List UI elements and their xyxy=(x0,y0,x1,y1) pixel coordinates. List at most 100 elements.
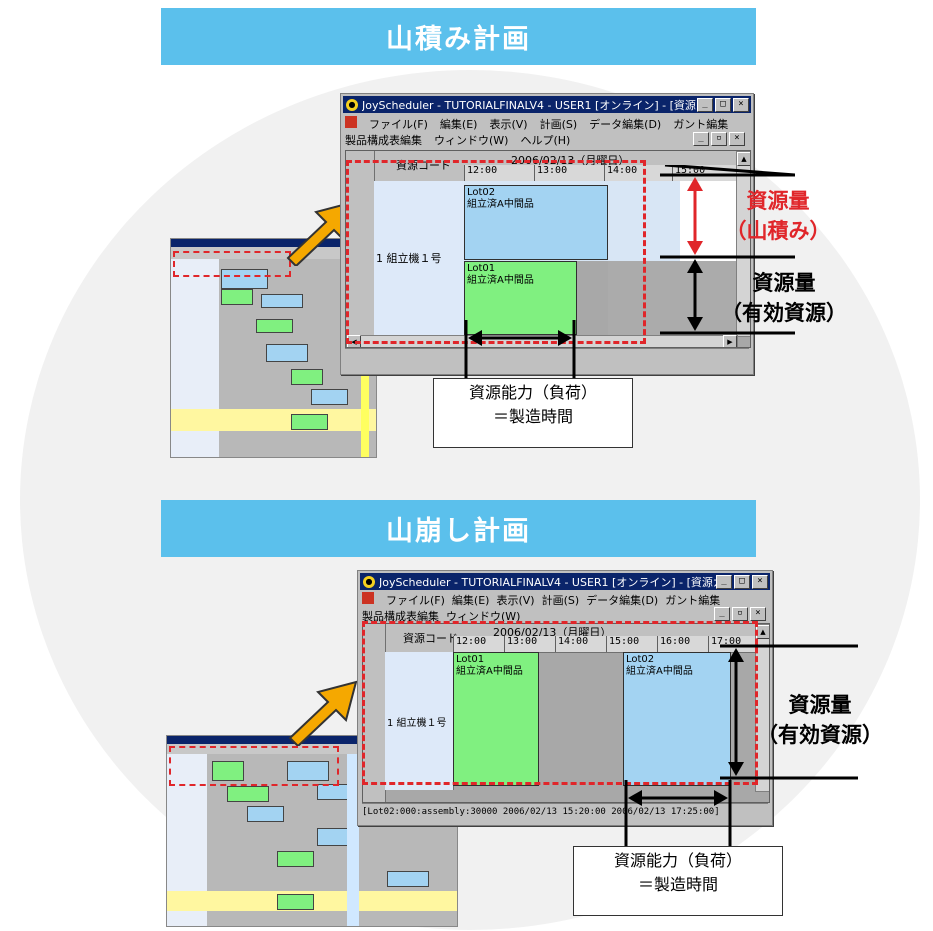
scroll-right-button[interactable]: ▶ xyxy=(723,335,737,347)
capacity-arrow-top xyxy=(464,320,576,378)
vertical-scrollbar[interactable]: ▲ xyxy=(736,151,750,337)
time-tick: 14:00 xyxy=(604,165,673,181)
maximize-button[interactable]: □ xyxy=(734,574,750,589)
app-icon: ● xyxy=(346,98,358,111)
window-title: JoyScheduler - TUTORIALFINALV4 - USER1 [… xyxy=(379,575,716,589)
mdi-minimize-button[interactable]: _ xyxy=(693,132,709,146)
menu-data-edit[interactable]: データ編集(D) xyxy=(589,118,662,131)
callout-line: 資源能力（負荷） xyxy=(468,383,597,402)
callout-line: ＝製造時間 xyxy=(637,875,718,894)
scroll-up-button[interactable]: ▲ xyxy=(756,625,769,639)
label-line: （有効資源） xyxy=(757,723,883,747)
app-icon: ● xyxy=(363,575,375,588)
status-bar xyxy=(345,348,749,371)
focus-highlight-top xyxy=(346,160,646,344)
time-tick: 13:00 xyxy=(534,165,605,181)
mdi-close-button[interactable]: × xyxy=(750,607,766,621)
menu-edit[interactable]: 編集(E) xyxy=(439,118,478,131)
callout-line: 資源能力（負荷） xyxy=(613,851,742,870)
gantt-bar[interactable]: Lot02 組立済A中間品 xyxy=(623,652,731,786)
bar-item: 組立済A中間品 xyxy=(456,666,523,677)
row-label: 1 組立機１号 xyxy=(387,717,447,729)
time-tick: 16:00 xyxy=(657,636,708,652)
scroll-up-button[interactable]: ▲ xyxy=(737,152,750,166)
gantt-bar[interactable]: Lot01 組立済A中間品 xyxy=(464,261,577,335)
menu-help[interactable]: ヘルプ(H) xyxy=(520,134,571,147)
section-title-bottom: 山崩し計画 xyxy=(161,500,756,557)
minimize-button[interactable]: _ xyxy=(697,97,713,112)
dimension-arrows-bottom xyxy=(720,644,858,780)
menu-gantt-edit[interactable]: ガント編集 xyxy=(665,594,721,607)
menu-bom-edit[interactable]: 製品構成表編集 xyxy=(362,610,439,623)
time-tick: 12:00 xyxy=(453,636,504,652)
bar-lot: Lot02 xyxy=(626,654,655,665)
window-title: JoyScheduler - TUTORIALFINALV4 - USER1 [… xyxy=(362,98,697,112)
menu-window[interactable]: ウィンドウ(W) xyxy=(446,610,521,623)
gantt-grid: 資源コード 2006/02/13（月曜日） 12:00 13:00 14:00 … xyxy=(362,623,770,803)
focus-highlight-bottom xyxy=(362,621,758,785)
time-tick: 14:00 xyxy=(555,636,606,652)
menu-gantt-edit[interactable]: ガント編集 xyxy=(673,118,729,131)
menu-bom-edit[interactable]: 製品構成表編集 xyxy=(345,134,422,147)
resource-amount-label-bottom: 資源量 （有効資源） xyxy=(740,690,900,750)
close-button[interactable]: × xyxy=(733,97,749,112)
menu-plan[interactable]: 計画(S) xyxy=(539,118,578,131)
capacity-callout-top: 資源能力（負荷） ＝製造時間 xyxy=(433,378,633,448)
menu-window[interactable]: ウィンドウ(W) xyxy=(434,134,509,147)
window-titlebar: ● JoyScheduler - TUTORIALFINALV4 - USER1… xyxy=(360,573,770,590)
gantt-header: 資源コード 2006/02/13（月曜日） 12:00 13:00 14:00 … xyxy=(363,624,769,653)
menu-view[interactable]: 表示(V) xyxy=(489,118,528,131)
time-tick: 15:00 xyxy=(606,636,657,652)
row-label: 1 組立機１号 xyxy=(376,252,442,265)
section-title-top: 山積み計画 xyxy=(161,8,756,65)
resource-amount-label-top: 資源量 （有効資源） xyxy=(704,268,864,328)
date-header: 2006/02/13（月曜日） xyxy=(493,626,612,639)
capacity-arrow-bottom xyxy=(624,780,732,848)
bar-item: 組立済A中間品 xyxy=(626,666,693,677)
dimension-arrows-top xyxy=(660,165,795,335)
document-icon xyxy=(362,592,374,604)
minimize-button[interactable]: _ xyxy=(716,574,732,589)
window-titlebar: ● JoyScheduler - TUTORIALFINALV4 - USER1… xyxy=(343,96,751,113)
menu-bar: ファイル(F) 編集(E) 表示(V) 計画(S) データ編集(D) ガント編集… xyxy=(362,592,768,624)
label-line: （山積み） xyxy=(725,219,831,243)
label-line: 資源量 xyxy=(788,693,852,717)
time-tick: 13:00 xyxy=(504,636,555,652)
menu-file[interactable]: ファイル(F) xyxy=(386,594,445,607)
bar-lot: Lot01 xyxy=(467,263,496,274)
menu-plan[interactable]: 計画(S) xyxy=(541,594,580,607)
bar-lot: Lot01 xyxy=(456,654,485,665)
label-line: （有効資源） xyxy=(721,301,847,325)
mdi-restore-button[interactable]: ▫ xyxy=(711,132,727,146)
maximize-button[interactable]: □ xyxy=(715,97,731,112)
close-button[interactable]: × xyxy=(752,574,768,589)
resource-amount-label-red: 資源量 （山積み） xyxy=(718,186,838,246)
resource-code-header: 資源コード xyxy=(403,632,458,645)
bar-item: 組立済A中間品 xyxy=(467,275,534,286)
bar-item: 組立済A中間品 xyxy=(467,199,534,210)
time-tick: 12:00 xyxy=(464,165,535,181)
thumbnail-screenshot-bottom xyxy=(166,735,458,927)
menu-edit[interactable]: 編集(E) xyxy=(451,594,490,607)
label-line: 資源量 xyxy=(746,189,810,213)
menu-bar: ファイル(F) 編集(E) 表示(V) 計画(S) データ編集(D) ガント編集 xyxy=(345,116,749,132)
menu-bar-row2: 製品構成表編集 ウィンドウ(W) ヘルプ(H) xyxy=(345,132,749,148)
gantt-bar[interactable]: Lot02 組立済A中間品 xyxy=(464,185,608,260)
pointer-arrow-bottom-icon xyxy=(288,680,358,746)
mdi-close-button[interactable]: × xyxy=(729,132,745,146)
gantt-bar[interactable]: Lot01 組立済A中間品 xyxy=(453,652,539,786)
mdi-minimize-button[interactable]: _ xyxy=(714,607,730,621)
capacity-callout-bottom: 資源能力（負荷） ＝製造時間 xyxy=(573,846,783,916)
menu-view[interactable]: 表示(V) xyxy=(496,594,535,607)
mdi-controls: _ ▫ × xyxy=(693,132,747,146)
menu-data-edit[interactable]: データ編集(D) xyxy=(586,594,659,607)
mdi-controls: _ ▫ × xyxy=(714,607,768,621)
time-tick: 17:00 xyxy=(708,636,757,652)
callout-line: ＝製造時間 xyxy=(492,407,573,426)
menu-file[interactable]: ファイル(F) xyxy=(369,118,428,131)
label-line: 資源量 xyxy=(752,271,816,295)
status-bar: [Lot02:000:assembly:30000 2006/02/13 15:… xyxy=(362,803,768,822)
mdi-restore-button[interactable]: ▫ xyxy=(732,607,748,621)
document-icon xyxy=(345,116,357,128)
bar-lot: Lot02 xyxy=(467,187,496,198)
